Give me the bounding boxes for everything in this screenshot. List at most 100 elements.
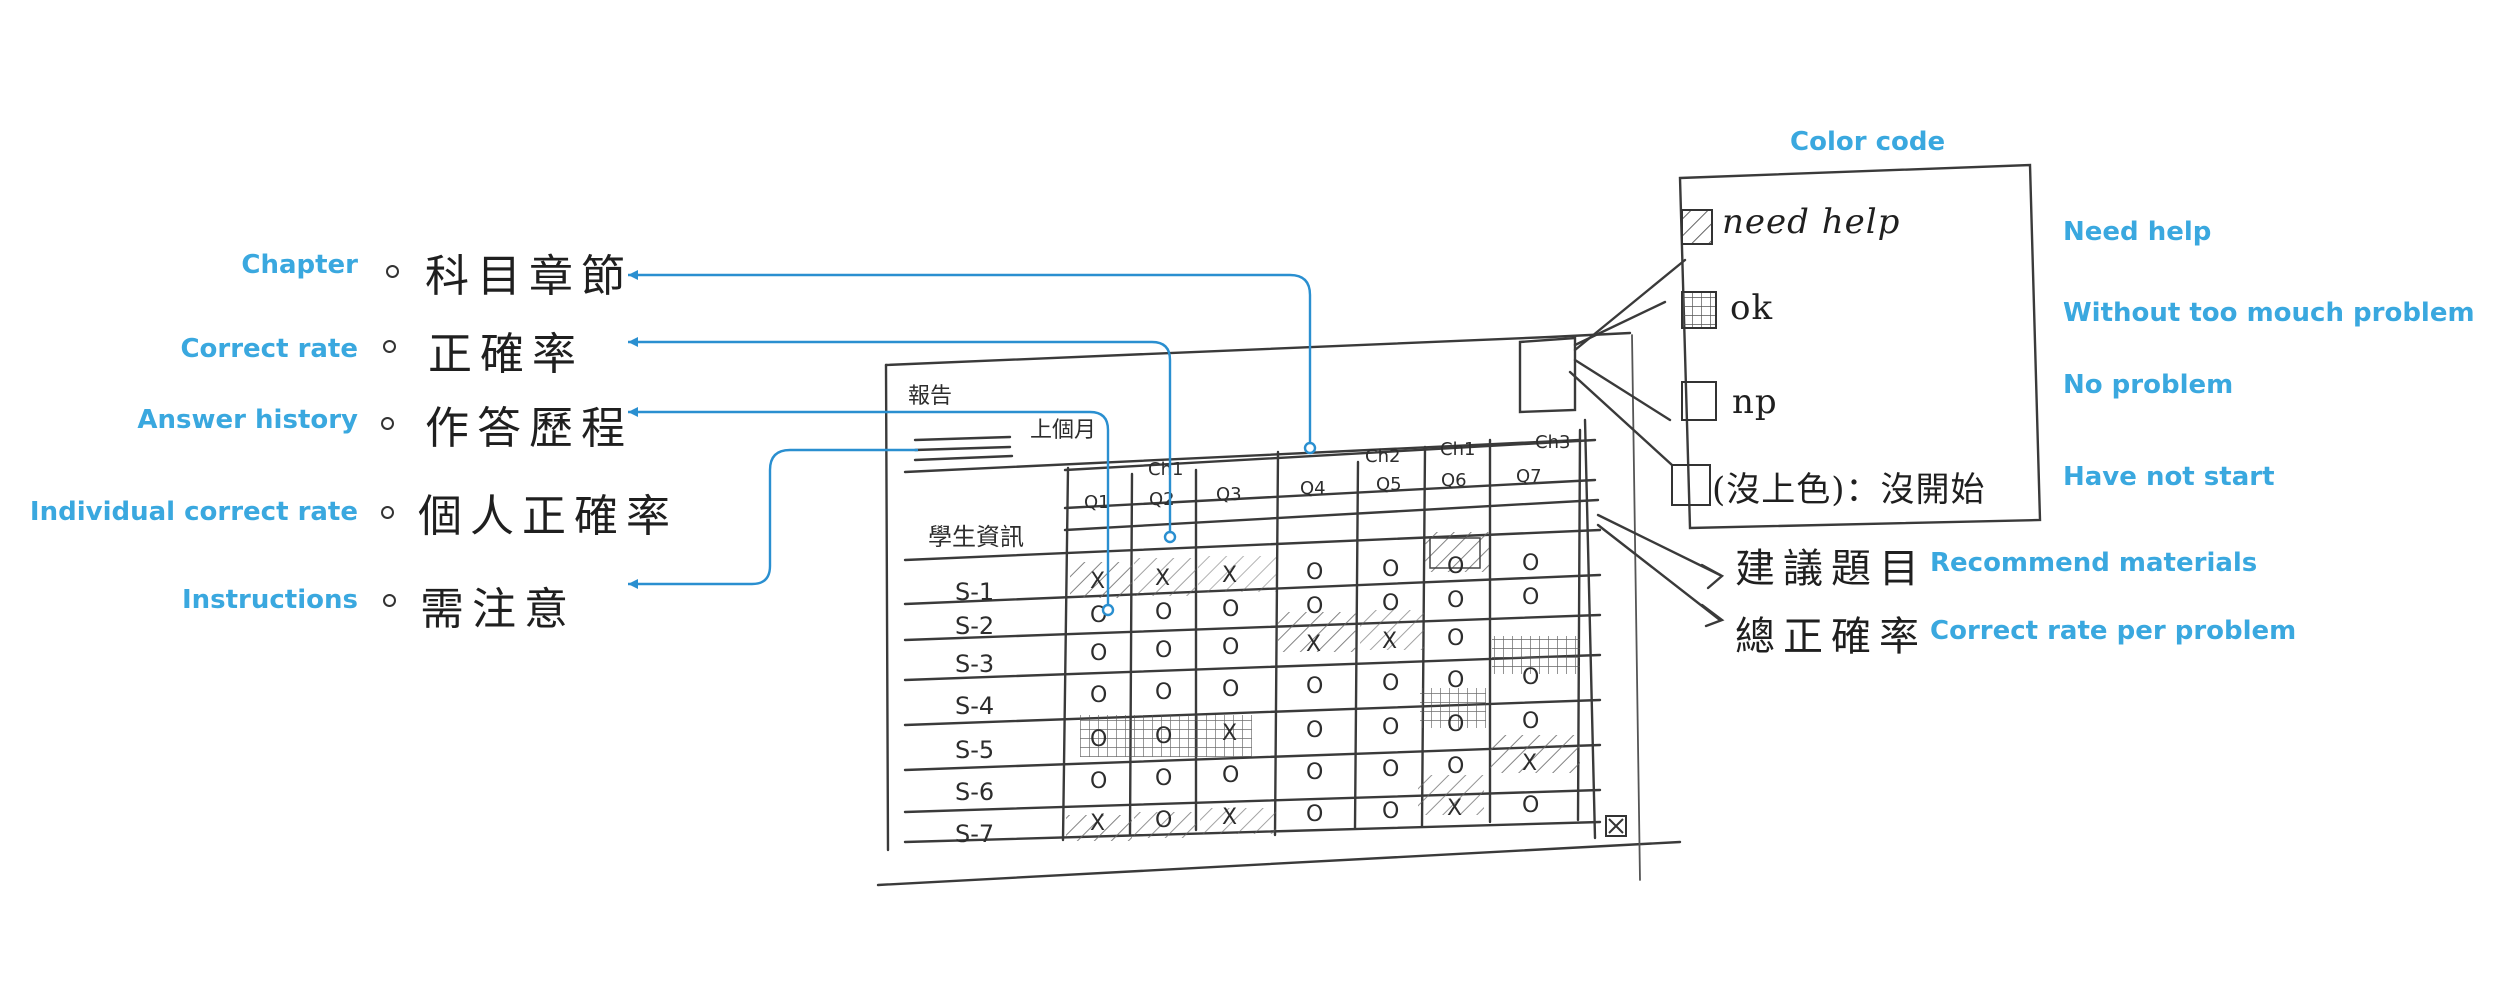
answer-mark: X	[1222, 563, 1237, 588]
answer-mark: O	[1306, 674, 1323, 699]
answer-mark: O	[1447, 588, 1464, 613]
bullet-icon	[381, 417, 394, 430]
answer-mark: O	[1222, 597, 1239, 622]
label-chapter: Chapter	[241, 250, 358, 280]
answer-mark: O	[1155, 724, 1172, 749]
answer-mark: O	[1306, 802, 1323, 827]
answer-mark: O	[1306, 594, 1323, 619]
color-no-problem-label: No problem	[2063, 370, 2234, 400]
label-individual-correct-rate: Individual correct rate	[29, 497, 358, 527]
question-header: Q6	[1441, 470, 1467, 491]
answer-mark: O	[1155, 808, 1172, 833]
answer-mark: O	[1306, 760, 1323, 785]
answer-mark: O	[1447, 554, 1464, 579]
answer-mark: O	[1382, 799, 1399, 824]
recommend-materials-label: Recommend materials	[1930, 548, 2258, 578]
answer-mark: O	[1155, 600, 1172, 625]
connector-lines	[628, 270, 1317, 617]
answer-mark: O	[1155, 680, 1172, 705]
close-icon[interactable]	[1605, 815, 1627, 837]
bullet-icon	[383, 340, 396, 353]
sketch-ok-text: ok	[1730, 288, 1774, 328]
question-header: Q4	[1300, 478, 1326, 499]
color-code-title: Color code	[1790, 127, 1946, 157]
student-label: S-1	[955, 578, 994, 606]
sketch-need-help-text: need help	[1722, 202, 1901, 242]
answer-mark: O	[1382, 671, 1399, 696]
answer-mark: O	[1382, 591, 1399, 616]
answer-mark: O	[1222, 635, 1239, 660]
correct-rate-per-problem-label: Correct rate per problem	[1930, 616, 2297, 646]
sketch-not-started-text: (沒上色)：沒開始	[1712, 470, 1986, 510]
answer-mark: O	[1306, 560, 1323, 585]
color-not-started-label: Have not start	[2063, 462, 2275, 492]
question-header: Q7	[1516, 466, 1542, 487]
answer-mark: X	[1382, 629, 1397, 654]
question-header: Q3	[1216, 484, 1242, 505]
sketch-correct-rate-text: 正確率	[428, 329, 584, 380]
answer-mark: O	[1447, 626, 1464, 651]
color-ok-label: Without too mouch problem	[2063, 298, 2475, 328]
bullet-icon	[383, 594, 396, 607]
report-title: 報告	[908, 384, 952, 409]
question-header: Q1	[1084, 492, 1110, 513]
answer-mark: O	[1522, 665, 1539, 690]
student-label: S-7	[955, 820, 994, 848]
sketch-individual-correct-rate-text: 個人正確率	[418, 491, 678, 542]
answer-mark: O	[1155, 766, 1172, 791]
color-code-box	[1518, 163, 2042, 530]
answer-mark: O	[1090, 641, 1107, 666]
label-answer-history: Answer history	[137, 405, 358, 435]
label-instructions: Instructions	[181, 585, 358, 615]
answer-mark: X	[1090, 811, 1105, 836]
student-label: S-5	[955, 736, 994, 764]
sketch-total-correct-text: 總正確率	[1735, 614, 1927, 660]
answer-mark: O	[1222, 763, 1239, 788]
answer-mark: O	[1155, 638, 1172, 663]
answer-mark: X	[1222, 805, 1237, 830]
student-label: S-3	[955, 650, 994, 678]
answer-mark: O	[1522, 709, 1539, 734]
question-header: Q5	[1376, 474, 1402, 495]
answer-mark: O	[1522, 793, 1539, 818]
sketch-instructions-text: 需注意	[420, 584, 576, 635]
answer-mark: O	[1222, 677, 1239, 702]
answer-mark: X	[1090, 569, 1105, 594]
sketch-recommend-text: 建議題目	[1735, 546, 1927, 592]
answer-mark: X	[1222, 721, 1237, 746]
chapter-header: Ch2	[1365, 446, 1400, 467]
bullet-icon	[381, 506, 394, 519]
answer-mark: O	[1447, 712, 1464, 737]
student-label: S-2	[955, 612, 994, 640]
footnote-arrows	[1596, 513, 1725, 628]
row-header: 學生資訊	[928, 523, 1024, 551]
answer-mark: O	[1382, 715, 1399, 740]
answer-mark: O	[1090, 769, 1107, 794]
label-correct-rate: Correct rate	[180, 334, 358, 364]
answer-mark: X	[1155, 566, 1170, 591]
answer-mark: O	[1522, 551, 1539, 576]
answer-mark: O	[1382, 757, 1399, 782]
answer-mark: X	[1522, 751, 1537, 776]
question-header: Q2	[1149, 489, 1175, 510]
sketch-answer-history-text: 作答歷程	[425, 403, 633, 454]
chapter-header: Ch1	[1148, 459, 1183, 480]
answer-mark: O	[1382, 557, 1399, 582]
bullet-icon	[386, 265, 399, 278]
answer-mark: X	[1306, 632, 1321, 657]
answer-mark: O	[1090, 683, 1107, 708]
color-need-help-label: Need help	[2063, 217, 2212, 247]
sketch-chapter-text: 科目章節	[425, 251, 633, 302]
student-label: S-4	[955, 692, 994, 720]
answer-mark: O	[1447, 754, 1464, 779]
chapter-header: Ch3	[1535, 432, 1570, 453]
answer-mark: O	[1306, 718, 1323, 743]
sketch-np-text: np	[1732, 382, 1778, 422]
sketch-table	[876, 331, 1682, 887]
period-label: 上個月	[1030, 418, 1096, 443]
answer-mark: X	[1447, 796, 1462, 821]
answer-mark: O	[1522, 585, 1539, 610]
answer-mark: O	[1090, 727, 1107, 752]
answer-mark: O	[1447, 668, 1464, 693]
